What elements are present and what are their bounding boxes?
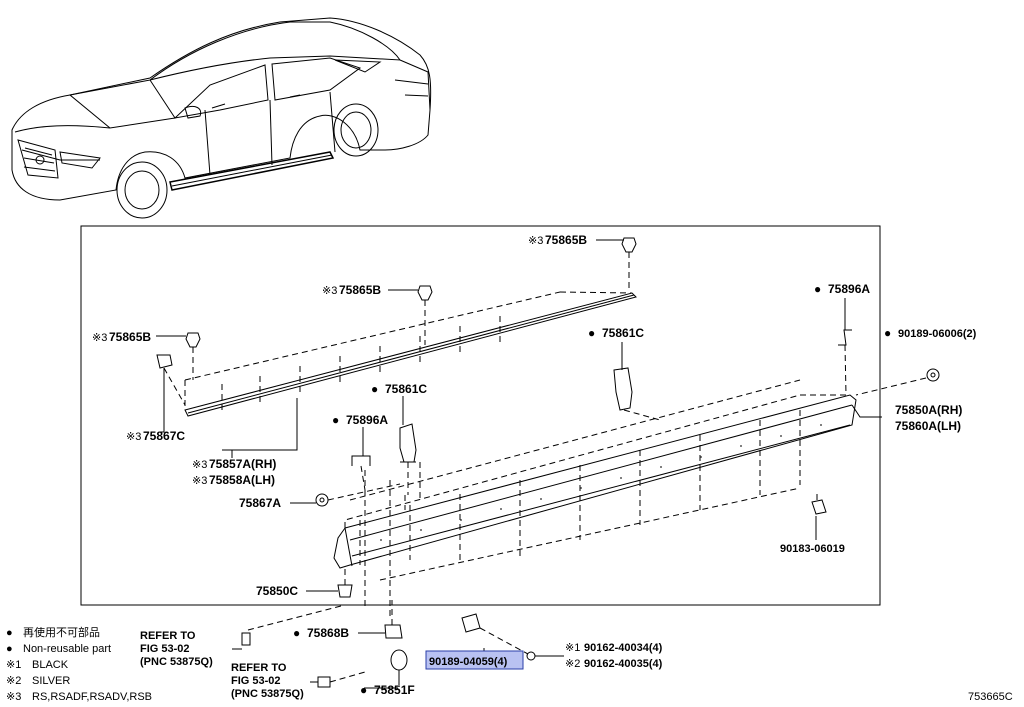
label-75896A-a-dot: ● [332,413,339,427]
bracket-75861C-b [613,367,661,421]
label-75867A: 75867A [239,496,281,510]
label-75865B-mid-note: ※3 [322,285,337,297]
label-75850C: 75850C [256,584,298,598]
legend-dot-1: ● [6,627,13,639]
label-75867C-note: ※3 [126,431,141,443]
bolt-refer-lower [317,671,366,688]
legend-note3: ※3 [6,691,21,703]
legend-n1: BLACK [32,659,69,671]
legend-note1: ※1 [6,659,21,671]
label-75865B-top: 75865B [545,233,587,247]
highlight-90189-04059 [425,650,524,670]
label-75865B-left-note: ※3 [92,332,107,344]
legend-note2: ※2 [6,675,21,687]
clip-75867C [156,354,186,406]
label-75850A: 75850A(RH) [895,403,962,417]
label-75865B-left: 75865B [109,330,151,344]
labels: ※3 75865B ※3 75865B ※3 75865B ※3 75867C … [6,233,1013,703]
figure-code: 753665C [968,691,1013,703]
label-75851F-dot: ● [360,683,367,697]
label-90162-40035-note: ※2 [565,658,580,670]
legend-n3: RS,RSADF,RSADV,RSB [32,691,152,703]
refer-lower-line2: FIG 53-02 [231,675,281,687]
label-75858A-note: ※3 [192,475,207,487]
nut-75867A [315,483,401,507]
label-75896A-a: 75896A [346,413,388,427]
label-75860A: 75860A(LH) [895,419,961,433]
screw-90162 [526,651,536,661]
refer-upper-line1: REFER TO [140,630,196,642]
label-75868B: 75868B [307,626,349,640]
label-75867C: 75867C [143,429,185,443]
clip-75850C [337,568,353,598]
label-75865B-top-note: ※3 [528,235,543,247]
label-75851F: 75851F [374,683,415,697]
label-75868B-dot: ● [293,626,300,640]
clip-90183-06019 [811,490,827,515]
clip-75896A-a [351,455,371,491]
clip-75896A-b [838,329,852,396]
label-90162-40034: 90162-40034(4) [584,642,663,654]
label-75861C-a-dot: ● [371,382,378,396]
clip-75868B [384,600,403,639]
refer-lower-line1: REFER TO [231,662,287,674]
legend-dot-2: ● [6,643,13,655]
leader-lines [156,239,882,689]
label-75861C-b: 75861C [602,326,644,340]
clip-90189-04059 [461,613,529,655]
label-75865B-mid: 75865B [339,283,381,297]
label-90189-04059[interactable]: 90189-04059(4) [429,656,508,668]
label-90189-06006: 90189-06006(2) [898,328,977,340]
bracket-75861C-a [399,423,417,495]
refer-upper-line3: (PNC 53875Q) [140,656,213,668]
label-75857A: 75857A(RH) [209,457,276,471]
clip-75865B-top [621,237,637,292]
car-illustration [11,17,432,219]
screw-90189-06006 [855,368,940,396]
cap-75851F [390,649,408,685]
label-75861C-b-dot: ● [588,326,595,340]
rocker-panel [333,379,857,620]
clip-75865B-left [185,332,201,380]
label-90162-40034-note: ※1 [565,642,580,654]
label-75896A-b-dot: ● [814,282,821,296]
label-90189-06006-dot: ● [884,326,891,340]
refer-lower-line3: (PNC 53875Q) [231,688,304,700]
label-75858A: 75858A(LH) [209,473,275,487]
label-75896A-b: 75896A [828,282,870,296]
clip-75865B-mid [417,285,433,345]
refer-upper-line2: FIG 53-02 [140,643,190,655]
diagram-frame [80,225,881,606]
label-90183-06019: 90183-06019 [780,543,845,555]
legend-n2: SILVER [32,675,70,687]
label-75861C-a: 75861C [385,382,427,396]
legend-jp: 再使用不可部品 [23,625,100,639]
legend-en: Non-reusable part [23,643,111,655]
label-75857A-note: ※3 [192,459,207,471]
upper-moulding [184,291,637,417]
bolt-refer-upper [241,604,346,646]
label-90162-40035: 90162-40035(4) [584,658,663,670]
